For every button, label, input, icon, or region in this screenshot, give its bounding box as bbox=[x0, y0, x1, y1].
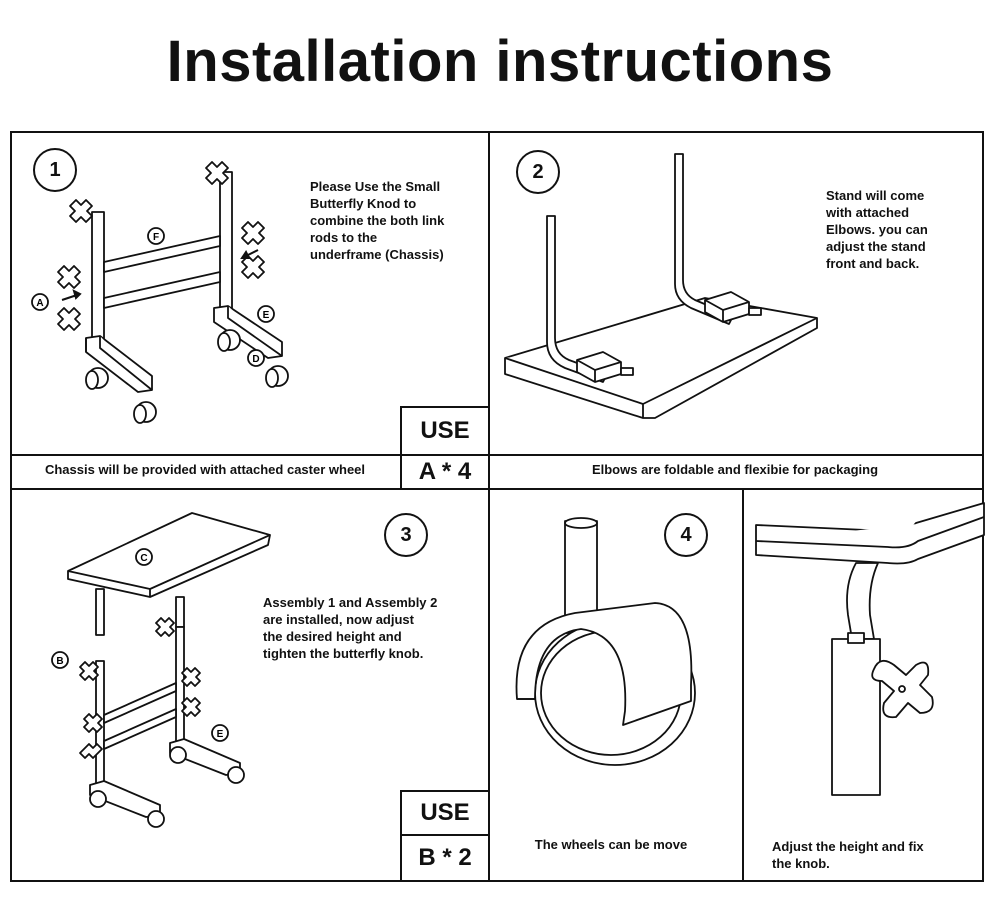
label-e: E bbox=[263, 310, 270, 321]
label-e-step3: E bbox=[217, 729, 224, 740]
height-adjust-knob-illustration bbox=[755, 502, 985, 796]
assembled-table-illustration: C B E bbox=[51, 512, 271, 828]
step-1-caption: Chassis will be provided with attached c… bbox=[44, 462, 366, 477]
step-4-caption: The wheels can be move bbox=[534, 837, 688, 852]
label-b: B bbox=[56, 656, 63, 667]
step-4-number: 4 bbox=[664, 513, 708, 557]
page-title: Installation instructions bbox=[166, 29, 834, 94]
stand-with-elbows-illustration bbox=[504, 153, 818, 419]
step-3-use-label: USE bbox=[400, 790, 490, 836]
step-2-instructions: Stand will come with attached Elbows. yo… bbox=[826, 188, 928, 271]
grid-row-divider-2 bbox=[10, 488, 984, 490]
step-3-number: 3 bbox=[384, 513, 428, 557]
caster-wheel-illustration bbox=[515, 517, 696, 766]
chassis-illustration: A F E D bbox=[31, 161, 289, 424]
grid-bottom-border bbox=[10, 880, 984, 882]
grid-top-border bbox=[10, 131, 984, 133]
grid-row-divider-1 bbox=[10, 454, 984, 456]
label-f: F bbox=[153, 232, 159, 243]
step-3-instructions: Assembly 1 and Assembly 2 are installed,… bbox=[263, 595, 438, 661]
step-2-caption: Elbows are foldable and flexibie for pac… bbox=[591, 462, 879, 477]
step-2-number: 2 bbox=[516, 150, 560, 194]
grid-left-border bbox=[10, 131, 12, 882]
step-1-use-value: A * 4 bbox=[400, 454, 490, 490]
grid-panel-divider bbox=[742, 488, 744, 882]
label-d: D bbox=[252, 354, 259, 365]
step-1-number: 1 bbox=[33, 148, 77, 192]
label-a: A bbox=[36, 298, 43, 309]
label-c: C bbox=[140, 553, 147, 564]
step-5-instructions: Adjust the height and fix the knob. bbox=[772, 839, 924, 871]
step-3-use-value: B * 2 bbox=[400, 834, 490, 882]
step-1-instructions: Please Use the Small Butterfly Knod to c… bbox=[310, 179, 445, 262]
step-1-use-label: USE bbox=[400, 406, 490, 456]
grid-center-divider bbox=[488, 131, 490, 882]
